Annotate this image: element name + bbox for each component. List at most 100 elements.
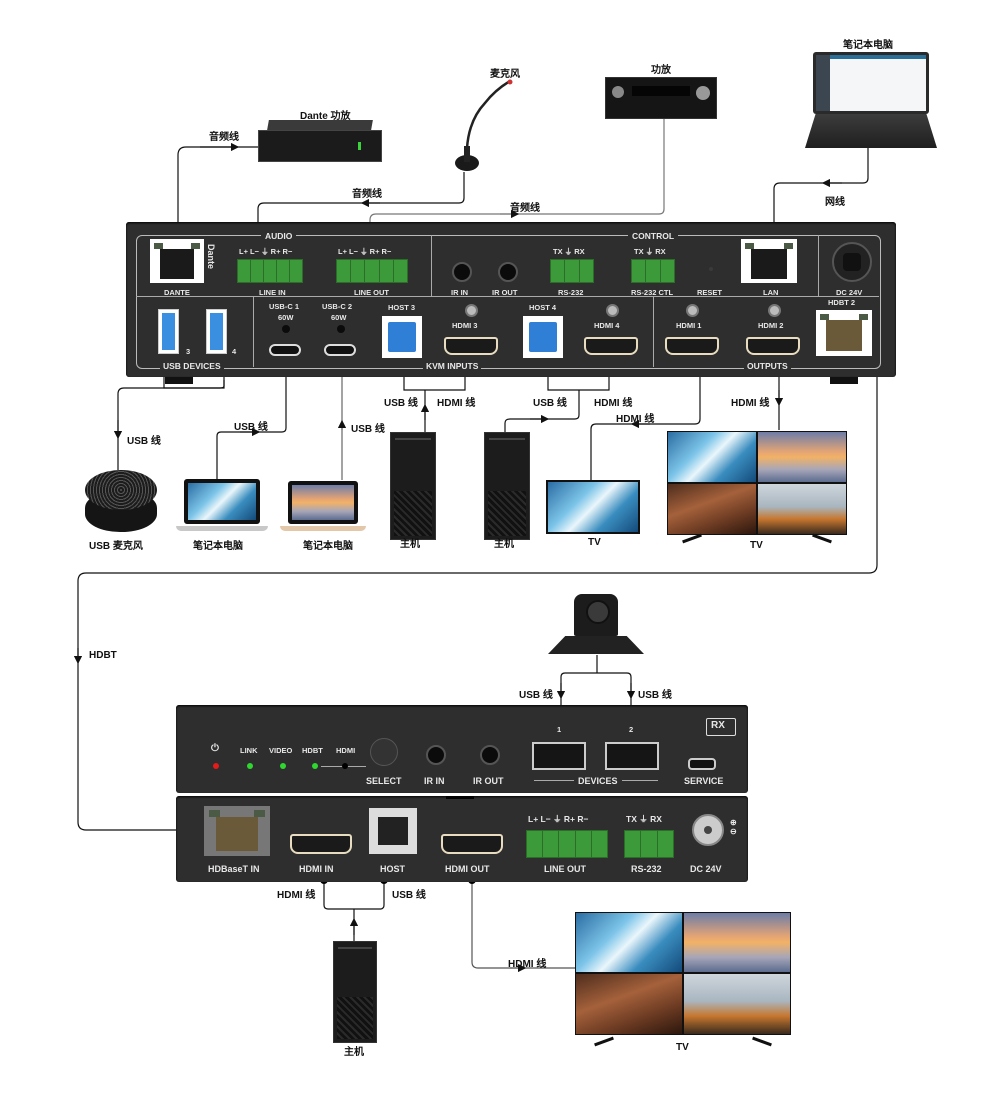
- hdmi4-input-port[interactable]: [584, 337, 638, 355]
- cable-label-usb-cam2: USB 线: [638, 690, 672, 701]
- label-reset: RESET: [697, 288, 723, 297]
- host-pc-3: [333, 941, 377, 1043]
- tv-2-videowall: [667, 431, 847, 535]
- usbc-port-2[interactable]: [324, 344, 356, 356]
- label-host-3: 主机: [344, 1047, 364, 1058]
- label-tv-3: TV: [676, 1042, 689, 1053]
- rx-dc-barrel-jack[interactable]: [692, 814, 724, 846]
- hdbt2-port[interactable]: [816, 310, 872, 356]
- power-led: [213, 763, 219, 769]
- label-dante-amp: Dante 功放: [300, 111, 351, 122]
- host3-usb-b-port[interactable]: [382, 316, 422, 358]
- dante-amplifier: [258, 120, 382, 162]
- cable-label-network: 网线: [825, 197, 845, 208]
- rx-hdmi-in-port[interactable]: [290, 834, 352, 854]
- tx-foot-left: [165, 377, 193, 384]
- hdmi4-lock: [606, 304, 619, 317]
- hdmi1-output-port[interactable]: [665, 337, 719, 355]
- tx-foot-right: [830, 377, 858, 384]
- video-led-label: VIDEO: [269, 746, 293, 755]
- dc-power-connector[interactable]: [832, 242, 872, 282]
- label-host-2: 主机: [494, 539, 514, 550]
- rx-hdmi-out-port[interactable]: [441, 834, 503, 854]
- rx-line-out-terminal[interactable]: [526, 830, 608, 858]
- line-out-terminal[interactable]: [336, 259, 408, 283]
- reset-button[interactable]: [709, 267, 713, 271]
- section-outputs: OUTPUTS: [744, 361, 791, 371]
- rs232-pins: TX ⏚ RX: [553, 247, 585, 256]
- usbc2-led: [337, 325, 345, 333]
- section-usb-devices: USB DEVICES: [160, 361, 224, 371]
- hdmi2-output-port[interactable]: [746, 337, 800, 355]
- hdmi1-lock: [686, 304, 699, 317]
- link-led-label: LINK: [240, 746, 258, 755]
- label-host-1: 主机: [400, 539, 420, 550]
- cable-host3: [323, 880, 385, 945]
- rs232-ctl-terminal[interactable]: [631, 259, 675, 283]
- label-line-in: LINE IN: [259, 288, 286, 297]
- cable-label-audio-mic: 音频线: [352, 189, 382, 200]
- label-usbc1: USB-C 1: [269, 302, 300, 311]
- link-led: [247, 763, 253, 769]
- cable-label-usb-host1: USB 线: [384, 398, 418, 409]
- label-usb-4: 4: [232, 347, 237, 356]
- label-hdmi1: HDMI 1: [676, 321, 702, 330]
- usbc-port-1[interactable]: [269, 344, 301, 356]
- host4-usb-b-port[interactable]: [523, 316, 563, 358]
- label-rx-ir-out: IR OUT: [473, 776, 504, 786]
- rx-ir-in-jack[interactable]: [426, 745, 446, 765]
- tv-2-leg-right: [812, 533, 832, 544]
- label-tv-1: TV: [588, 537, 601, 548]
- label-ir-in: IR IN: [451, 288, 469, 297]
- power-led-label: ⏻: [211, 743, 219, 754]
- service-micro-usb-port[interactable]: [688, 758, 716, 770]
- line-in-terminal[interactable]: [237, 259, 303, 283]
- laptop-2: [280, 481, 366, 531]
- label-amplifier: 功放: [651, 65, 671, 76]
- label-hdmi2: HDMI 2: [758, 321, 784, 330]
- rx-host-usb-b-port[interactable]: [369, 808, 417, 854]
- label-tv-2: TV: [750, 540, 763, 551]
- rx-rear-panel: HDBaseT IN HDMI IN HOST HDMI OUT L+ L− ⏚…: [176, 796, 748, 882]
- dante-logo: Dante: [206, 244, 216, 270]
- lan-port[interactable]: [741, 239, 797, 283]
- dante-port[interactable]: [150, 239, 204, 283]
- line-in-pins: L+ L− ⏚ R+ R−: [239, 247, 293, 256]
- label-hdbt2: HDBT 2: [828, 298, 856, 307]
- line-out-pins: L+ L− ⏚ R+ R−: [338, 247, 392, 256]
- usb-device-port-4[interactable]: [206, 309, 227, 354]
- cable-label-audio-dante: 音频线: [209, 132, 239, 143]
- rx-usb-device-port-1[interactable]: [532, 742, 586, 770]
- label-usb-mic: USB 麦克风: [89, 541, 143, 552]
- ir-in-jack[interactable]: [452, 262, 472, 282]
- rx-ir-out-jack[interactable]: [480, 745, 500, 765]
- label-usbc2-power: 60W: [331, 313, 347, 322]
- tx-unit: AUDIO CONTROL USB DEVICES KVM INPUTS OUT…: [126, 222, 896, 377]
- rx-rs232-terminal[interactable]: [624, 830, 674, 858]
- label-usb-1: 1: [557, 725, 562, 734]
- label-ir-out: IR OUT: [492, 288, 518, 297]
- rs232-terminal[interactable]: [550, 259, 594, 283]
- usb-device-port-3[interactable]: [158, 309, 179, 354]
- hdmi-led-label: HDMI: [336, 746, 356, 755]
- cable-label-hdmi-host3: HDMI 线: [277, 890, 316, 901]
- select-button[interactable]: [370, 738, 398, 766]
- section-control: CONTROL: [628, 231, 679, 241]
- hdmi-led: [342, 763, 348, 769]
- laptop-management: [805, 52, 937, 150]
- hdmi3-input-port[interactable]: [444, 337, 498, 355]
- gooseneck-microphone: [455, 78, 515, 173]
- label-laptop-1: 笔记本电脑: [193, 541, 243, 552]
- host-pc-1: [390, 432, 436, 540]
- tv-2-leg-left: [682, 533, 702, 544]
- label-select: SELECT: [366, 776, 402, 786]
- rx-usb-device-port-2[interactable]: [605, 742, 659, 770]
- cable-label-audio-amp: 音频线: [510, 203, 540, 214]
- label-host3: HOST 3: [388, 303, 416, 312]
- hdbaset-in-port[interactable]: [204, 806, 270, 856]
- label-service: SERVICE: [684, 776, 724, 786]
- cable-label-hdmi-host2: HDMI 线: [594, 398, 633, 409]
- section-audio: AUDIO: [261, 231, 297, 241]
- ir-out-jack[interactable]: [498, 262, 518, 282]
- label-host4: HOST 4: [529, 303, 557, 312]
